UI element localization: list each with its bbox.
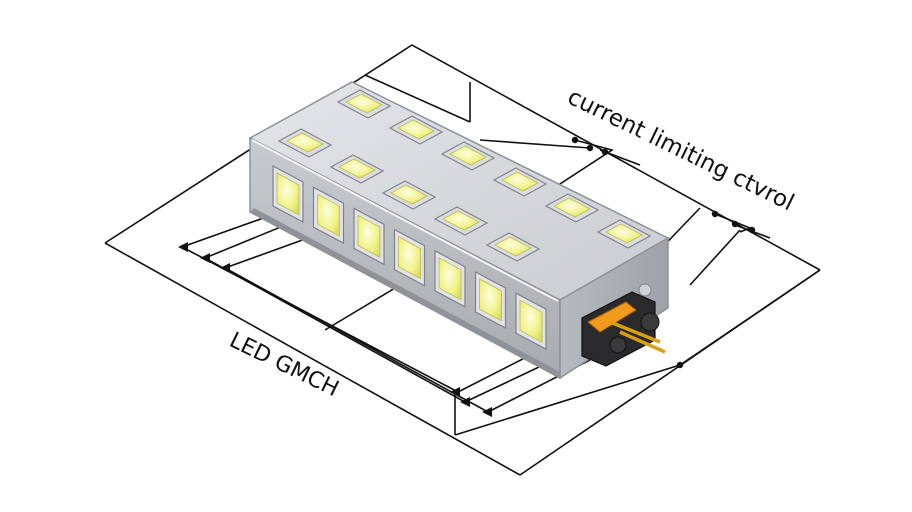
top-led [596,219,652,249]
wire-left-frame [104,242,521,476]
wire-upper-3 [479,139,591,149]
connector-post-1 [640,312,660,332]
front-led [393,228,426,287]
wire-top-frame [104,44,821,271]
wire-left-5 [204,257,466,403]
front-led [434,249,466,308]
wire-upper-1 [364,74,471,123]
top-led [388,115,444,145]
wire-right-6 [689,229,741,286]
top-led [336,89,392,119]
top-led-array [277,89,652,262]
arrow-left-2 [200,253,210,263]
top-led [381,180,437,210]
junction-dot [601,148,609,156]
arrow-bottom-1 [450,387,460,397]
junction-dot [711,210,719,218]
junction-dot [748,226,756,234]
arrow-left-3 [220,263,230,273]
connector-pin-1 [609,320,661,344]
top-led [544,193,600,223]
arrow-bottom-3 [482,407,492,417]
top-led [329,154,385,184]
housing-bottom-lip [250,208,560,378]
arrow-bottom-2 [460,397,470,407]
front-led [312,186,345,245]
housing-edge-highlight [251,139,559,302]
mounting-hole [638,283,652,297]
front-led [353,207,385,266]
junction-dot [571,136,579,144]
front-led [272,165,304,223]
connector-pin-2 [619,330,666,354]
top-led [485,232,541,262]
label-current-limiting-control: current limiting ctvrol [563,84,798,216]
connector-post-2 [609,336,627,354]
front-led [474,271,507,329]
arrow-left-1 [178,242,188,252]
top-led [492,167,548,197]
front-led [515,292,547,351]
top-led [433,206,489,236]
junction-dot [586,144,594,152]
junction-dot [731,220,739,228]
wire-left-6 [224,267,489,413]
junction-dot [676,361,684,369]
pin-connector [581,283,666,367]
top-led [440,141,496,171]
wire-bottom-4 [454,364,681,436]
connector-orange-insert [587,301,637,333]
wire-bottom-5 [679,269,821,366]
front-led-array [272,165,547,351]
top-led [277,128,333,158]
wire-mid-1 [324,281,406,331]
